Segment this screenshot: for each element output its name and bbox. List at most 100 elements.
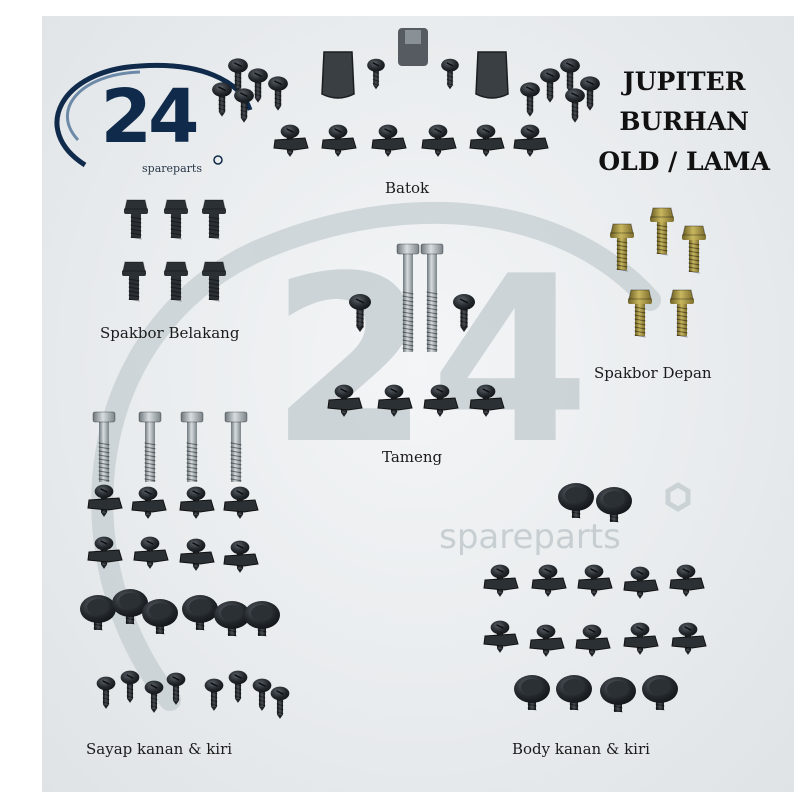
label-batok: Batok (385, 179, 430, 197)
body-clip-screw-part (529, 624, 565, 657)
sayap-clip-screw-part (87, 484, 123, 517)
batok-clip-screw-part (421, 124, 457, 157)
sayap-washer-screw-part (80, 595, 116, 631)
rubber-clip-part (321, 51, 355, 99)
body-clip-screw-part (623, 566, 659, 599)
sayap-long-bolt-part (180, 411, 204, 482)
batok-nut-part (398, 28, 428, 66)
watermark-tagline: spareparts (439, 517, 621, 557)
label-spakbor-depan: Spakbor Depan (594, 364, 712, 382)
body-washer-screw-part (558, 483, 594, 519)
batok-clip-screw-part (321, 124, 357, 157)
rubber-clip-part (475, 51, 509, 99)
batok-clip-screw-part (469, 124, 505, 157)
sayap-long-bolt-part (138, 411, 162, 482)
sayap-washer-screw-part (142, 599, 178, 635)
body-clip-screw-part (483, 620, 519, 653)
sayap-washer-screw-part (182, 595, 218, 631)
sayap-clip-screw-part (223, 486, 259, 519)
sayap-clip-screw-part (179, 486, 215, 519)
sayap-clip-screw-part (133, 536, 169, 569)
spakbor-belakang-bolt-part (202, 199, 226, 240)
batok-clip-screw-part (513, 124, 549, 157)
body-clip-screw-part (483, 564, 519, 597)
body-washer-screw-part (600, 677, 636, 713)
body-washer-screw-part (556, 675, 592, 711)
label-body: Body kanan & kiri (512, 740, 650, 758)
body-clip-screw-part (577, 564, 613, 597)
batok-screw-part (228, 58, 248, 93)
batok-screw-part (234, 88, 254, 123)
spakbor-belakang-bolt-part (164, 261, 188, 302)
product-title: JUPITER BURHAN OLD / LAMA (598, 62, 770, 182)
sayap-screw-part (96, 676, 116, 709)
parts-layout (80, 28, 707, 719)
logo-tagline: spareparts (142, 162, 202, 175)
title-line-3: OLD / LAMA (598, 147, 770, 176)
label-spakbor-belakang: Spakbor Belakang (100, 324, 240, 342)
brand-logo: 24 spareparts (54, 62, 253, 175)
body-washer-screw-part (596, 487, 632, 523)
sayap-long-bolt-part (224, 411, 248, 482)
sayap-screw-part (228, 670, 248, 703)
sayap-clip-screw-part (131, 486, 167, 519)
spakbor-depan-bolt-part (610, 223, 634, 272)
batok-screw-part (580, 76, 600, 111)
tameng-clip-screw-part (423, 384, 459, 417)
sayap-screw-part (204, 678, 224, 711)
batok-screw-part (520, 82, 540, 117)
tameng-clip-screw-part (327, 384, 363, 417)
sayap-screw-part (166, 672, 186, 705)
tameng-clip-screw-part (469, 384, 505, 417)
label-sayap: Sayap kanan & kiri (86, 740, 233, 758)
spakbor-belakang-bolt-part (124, 199, 148, 240)
title-line-1: JUPITER (622, 67, 746, 96)
body-clip-screw-part (671, 622, 707, 655)
body-washer-screw-part (514, 675, 550, 711)
sayap-clip-screw-part (179, 538, 215, 571)
registered-mark-icon (213, 155, 223, 165)
sayap-washer-screw-part (214, 601, 250, 637)
spakbor-depan-bolt-part (628, 289, 652, 338)
parts-illustration: 24 spareparts 24 spareparts (54, 28, 707, 719)
center-long-bolt-part (396, 243, 420, 352)
batok-screw-part (540, 68, 560, 103)
batok-clip-screw-part (273, 124, 309, 157)
batok-clip-screw-part (371, 124, 407, 157)
spakbor-depan-bolt-part (682, 225, 706, 274)
spakbor-belakang-bolt-part (164, 199, 188, 240)
center-screw-part (349, 294, 371, 332)
body-clip-screw-part (623, 622, 659, 655)
sayap-screw-part (120, 670, 140, 703)
body-clip-screw-part (575, 624, 611, 657)
body-washer-screw-part (642, 675, 678, 711)
spakbor-depan-bolt-part (650, 207, 674, 256)
tameng-clip-screw-part (377, 384, 413, 417)
label-tameng: Tameng (382, 448, 443, 466)
batok-screw-part (268, 76, 288, 111)
sayap-clip-screw-part (223, 540, 259, 573)
batok-screw-part (248, 68, 268, 103)
batok-screw-part (565, 88, 585, 123)
center-long-bolt-part (420, 243, 444, 352)
sayap-long-bolt-part (92, 411, 116, 482)
product-photo: 24 spareparts 24 spareparts JUPITER BURH… (42, 16, 794, 792)
spakbor-belakang-bolt-part (122, 261, 146, 302)
watermark-nut-icon (665, 482, 691, 512)
spakbor-belakang-bolt-part (202, 261, 226, 302)
logo-number: 24 (101, 74, 197, 160)
batok-screw-part (441, 58, 459, 90)
body-clip-screw-part (669, 564, 705, 597)
center-screw-part (453, 294, 475, 332)
batok-screw-part (367, 58, 385, 90)
body-clip-screw-part (531, 564, 567, 597)
sayap-screw-part (252, 678, 272, 711)
sayap-washer-screw-part (112, 589, 148, 625)
sayap-clip-screw-part (87, 536, 123, 569)
batok-screw-part (212, 82, 232, 117)
sayap-screw-part (270, 686, 290, 719)
batok-screw-part (560, 58, 580, 93)
title-line-2: BURHAN (619, 107, 749, 136)
sayap-washer-screw-part (244, 601, 280, 637)
